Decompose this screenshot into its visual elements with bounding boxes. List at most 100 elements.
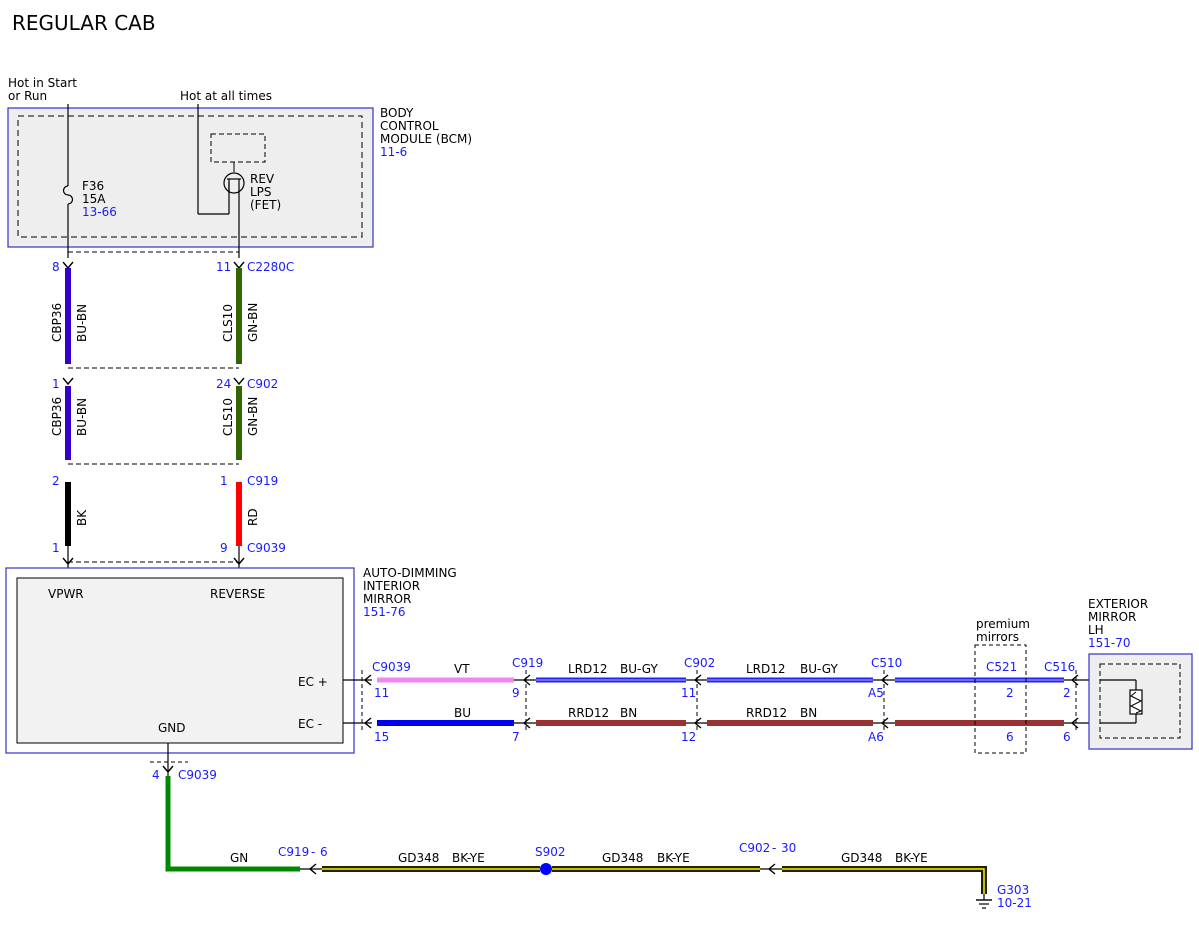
bcm-inner-box (17, 115, 363, 238)
wire-seg1-right-circuit: CLS10 (221, 304, 235, 342)
connector-c919-right: C919 9 7 (512, 656, 543, 744)
wire-ec-bot-3-circuit: RRD12 (746, 706, 787, 720)
c521-pin-bottom: 6 (1006, 730, 1014, 744)
connector-c2280c: 8 11 C2280C (52, 251, 294, 274)
fet-label-line3: (FET) (250, 198, 281, 212)
power-label-run-line2: or Run (8, 89, 47, 103)
fet-control-box (210, 133, 266, 163)
c919-gnd-name: C919 (278, 845, 309, 859)
fet-label-line1: REV (250, 172, 275, 186)
ground-ref: 10-21 (997, 896, 1032, 910)
fet-icon (223, 172, 245, 194)
wire-gnd-3-color: BK-YE (657, 851, 690, 865)
c902-top-pin-a: 1 (52, 377, 60, 391)
ext-mirror-ref: 151-70 (1088, 636, 1131, 650)
connector-c9039-top: 1 9 C9039 (52, 541, 286, 578)
mirror-name-line3: MIRROR (363, 592, 411, 606)
mirror-ref: 151-76 (363, 605, 406, 619)
wire-ec-top-2-color: BU-GY (620, 662, 658, 676)
page-title: REGULAR CAB (12, 11, 156, 35)
connector-c919-top: 2 1 C919 (52, 463, 278, 488)
bcm-ref: 11-6 (380, 145, 407, 159)
c919-right-pin-top: 9 (512, 686, 520, 700)
fuse-rating: 15A (82, 192, 106, 206)
c516-name: C516 (1044, 660, 1075, 674)
fuse-name: F36 (82, 179, 104, 193)
connector-c919-gnd: C919 - 6 (278, 845, 328, 875)
c919-top-name: C919 (247, 474, 278, 488)
connector-c9039-right: C9039 11 15 (361, 660, 411, 744)
power-label-run-line1: Hot in Start (8, 76, 77, 90)
c902-gnd-sep: - (772, 841, 776, 855)
mirror-pin-vpwr: VPWR (48, 587, 84, 601)
wire-seg2-right-circuit: CLS10 (221, 398, 235, 436)
interior-mirror-module: VPWR REVERSE EC + EC - GND AUTO-DIMMING … (5, 566, 457, 754)
wire-ec-bot-3-color: BN (800, 706, 817, 720)
c919-top-pin-a: 2 (52, 474, 60, 488)
c510-pin-top: A5 (868, 686, 884, 700)
c510-name: C510 (871, 656, 902, 670)
ext-mirror-name-line2: MIRROR (1088, 610, 1136, 624)
ext-mirror-name-line1: EXTERIOR (1088, 597, 1148, 611)
c521-name: C521 (986, 660, 1017, 674)
c9039-gnd-name: C9039 (178, 768, 217, 782)
premium-mirrors-box (974, 644, 1027, 754)
ext-mirror-inner-box (1099, 663, 1181, 739)
splice-name: S902 (535, 845, 566, 859)
c521-pin-top: 2 (1006, 686, 1014, 700)
c919-right-pin-bottom: 7 (512, 730, 520, 744)
wire-gnd-2-color: BK-YE (452, 851, 485, 865)
c510-pin-bottom: A6 (868, 730, 884, 744)
c902-right-pin-bottom: 12 (681, 730, 696, 744)
fuse-f36-icon (62, 185, 74, 205)
exterior-mirror-module: EXTERIOR MIRROR LH 151-70 (1088, 597, 1193, 750)
wire-gnd-1-color: GN (230, 851, 248, 865)
mirror-name-line1: AUTO-DIMMING (363, 566, 457, 580)
premium-label-line2: mirrors (976, 630, 1019, 644)
wire-ec-top-3-color: BU-GY (800, 662, 838, 676)
bcm-module: F36 15A 13-66 REV LPS (FET) BODY CONTROL… (7, 104, 472, 258)
fuse-ref: 13-66 (82, 205, 117, 219)
wire-ec-bot-2-color: BN (620, 706, 637, 720)
c516-pin-bottom: 6 (1063, 730, 1071, 744)
connector-c521: premium mirrors C521 2 6 (974, 617, 1030, 754)
c902-right-name: C902 (684, 656, 715, 670)
c2280c-name: C2280C (247, 260, 294, 274)
mirror-pin-gnd: GND (158, 721, 186, 735)
fet-label-line2: LPS (250, 185, 272, 199)
bcm-name-line3: MODULE (BCM) (380, 132, 472, 146)
premium-label-line1: premium (976, 617, 1030, 631)
c919-top-pin-b: 1 (220, 474, 228, 488)
connector-c902-top: 1 24 C902 (52, 367, 278, 391)
electrochromic-element-icon (1129, 689, 1143, 715)
wire-gnd-3-circuit: GD348 (602, 851, 643, 865)
c902-top-name: C902 (247, 377, 278, 391)
bcm-name-line2: CONTROL (380, 119, 439, 133)
c9039-right-pin-top: 11 (374, 686, 389, 700)
connector-c516: C516 2 6 (1044, 660, 1100, 744)
c9039-top-pin-b: 9 (220, 541, 228, 555)
ext-mirror-name-line3: LH (1088, 623, 1104, 637)
wire-seg3-right-color: RD (246, 508, 260, 526)
mirror-pin-ecm: EC - (298, 717, 322, 731)
connector-c902-gnd: C902 - 30 (739, 841, 796, 875)
mirror-inner-box (16, 577, 344, 744)
c9039-gnd-pin: 4 (152, 768, 160, 782)
bcm-name-line1: BODY (380, 106, 414, 120)
connector-c510: C510 A5 A6 (868, 656, 902, 744)
c919-gnd-pin: 6 (320, 845, 328, 859)
c9039-top-pin-a: 1 (52, 541, 60, 555)
wire-ec-top-1-color: VT (454, 662, 470, 676)
mirror-pin-reverse: REVERSE (210, 587, 265, 601)
power-label-always: Hot at all times (180, 89, 272, 103)
c9039-right-name: C9039 (372, 660, 411, 674)
c902-gnd-pin: 30 (781, 841, 796, 855)
connector-c9039-gnd: 4 C9039 (150, 743, 217, 782)
c9039-top-name: C9039 (247, 541, 286, 555)
c2280c-pin-a: 8 (52, 260, 60, 274)
c919-right-name: C919 (512, 656, 543, 670)
wire-gnd-4-circuit: GD348 (841, 851, 882, 865)
ground-g303: G303 10-21 (976, 883, 1032, 910)
wire-ec-top-2-circuit: LRD12 (568, 662, 608, 676)
